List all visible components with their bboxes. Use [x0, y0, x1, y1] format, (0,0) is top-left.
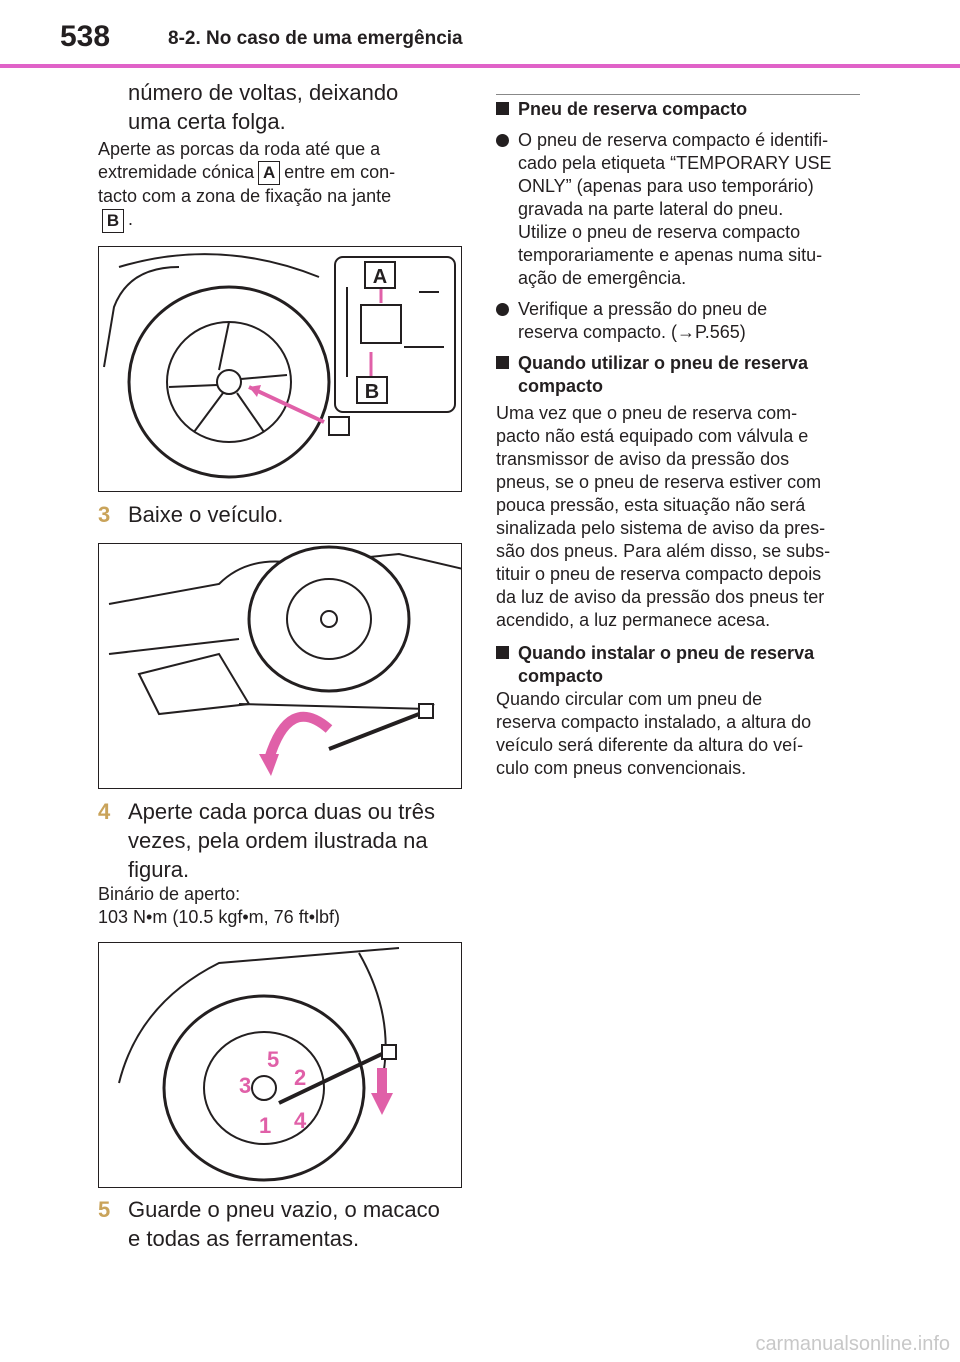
step-4-number: 4 — [98, 799, 111, 824]
figure-tighten-order: 1 2 3 4 5 — [98, 942, 462, 1188]
step-5-line-1: Guarde o pneu vazio, o macaco — [128, 1197, 440, 1222]
step-5: 5 Guarde o pneu vazio, o macaco e todas a… — [98, 1195, 462, 1253]
torque-spec: Binário de aperto: 103 N•m (10.5 kgf•m, … — [98, 883, 462, 929]
intro-line-1: número de voltas, deixando — [128, 80, 399, 105]
right-column: Pneu de reserva compacto O pneu de reser… — [496, 98, 860, 780]
note-end: . — [128, 209, 134, 230]
fig1-label-a: A — [373, 266, 387, 288]
heading-when-installing: Quando instalar o pneu de reserva compac… — [496, 642, 860, 688]
jack-lowering-illustration — [108, 545, 461, 776]
label-a-box: A — [258, 161, 281, 186]
header-rule — [0, 64, 960, 68]
right-column-rule — [496, 94, 860, 95]
label-b-box: B — [102, 208, 124, 233]
intro-text: número de voltas, deixando uma certa fol… — [98, 78, 462, 136]
order-number-3: 3 — [239, 1073, 251, 1098]
step-3: 3 Baixe o veículo. — [98, 500, 462, 529]
square-bullet-icon — [496, 356, 509, 369]
heading-compact-spare: Pneu de reserva compacto — [496, 98, 860, 121]
bullet-check-pressure: Verifique a pressão do pneu de reserva c… — [496, 298, 860, 344]
square-bullet-icon — [496, 646, 509, 659]
watermark: carmanualsonline.info — [755, 1333, 950, 1355]
round-bullet-icon — [496, 303, 509, 316]
round-bullet-icon — [496, 134, 509, 147]
note-line-2b: entre em con- — [284, 162, 396, 182]
step-5-number: 5 — [98, 1197, 111, 1222]
step-4-line-2: vezes, pela ordem ilustrada na — [128, 828, 428, 853]
step-5-line-2: e todas as ferramentas. — [128, 1226, 360, 1251]
figure-lower-vehicle — [98, 543, 462, 789]
order-number-1: 1 — [259, 1113, 271, 1138]
bullet-identification: O pneu de reserva compacto é identifi- c… — [496, 129, 860, 290]
torque-value: 103 N•m (10.5 kgf•m, 76 ft•lbf) — [98, 907, 340, 927]
heading-when-using: Quando utilizar o pneu de reserva compac… — [496, 352, 860, 398]
tightening-note: Aperte as porcas da roda até que a extre… — [98, 138, 462, 233]
fig1-label-b: B — [365, 381, 379, 403]
tightening-order-illustration: 1 2 3 4 5 — [118, 947, 400, 1182]
wheel-nut-illustration: A B — [103, 253, 456, 479]
step-4-line-3: figura. — [128, 857, 190, 882]
square-bullet-icon — [496, 102, 509, 115]
order-number-2: 2 — [294, 1065, 306, 1090]
page-number: 538 — [60, 20, 111, 53]
torque-label: Binário de aperto: — [98, 884, 241, 904]
paragraph-tpms: Uma vez que o pneu de reserva com- pacto… — [496, 403, 831, 630]
note-line-3: tacto com a zona de fixação na jante — [98, 186, 392, 207]
paragraph-height: Quando circular com um pneu de reserva c… — [496, 689, 812, 778]
note-line-2a: extremidade cónica — [98, 162, 255, 182]
step-3-number: 3 — [98, 502, 111, 527]
order-number-5: 5 — [267, 1047, 279, 1072]
intro-line-2: uma certa folga. — [128, 109, 286, 134]
step-4-line-1: Aperte cada porca duas ou três — [128, 799, 435, 824]
note-line-1: Aperte as porcas da roda até que a — [98, 139, 381, 159]
section-title: 8-2. No caso de uma emergência — [168, 28, 463, 49]
figure-wheel-nut: A B — [98, 246, 462, 492]
step-3-text: Baixe o veículo. — [128, 502, 284, 527]
step-4: 4 Aperte cada porca duas ou três vezes, p… — [98, 797, 462, 884]
order-number-4: 4 — [294, 1108, 307, 1133]
